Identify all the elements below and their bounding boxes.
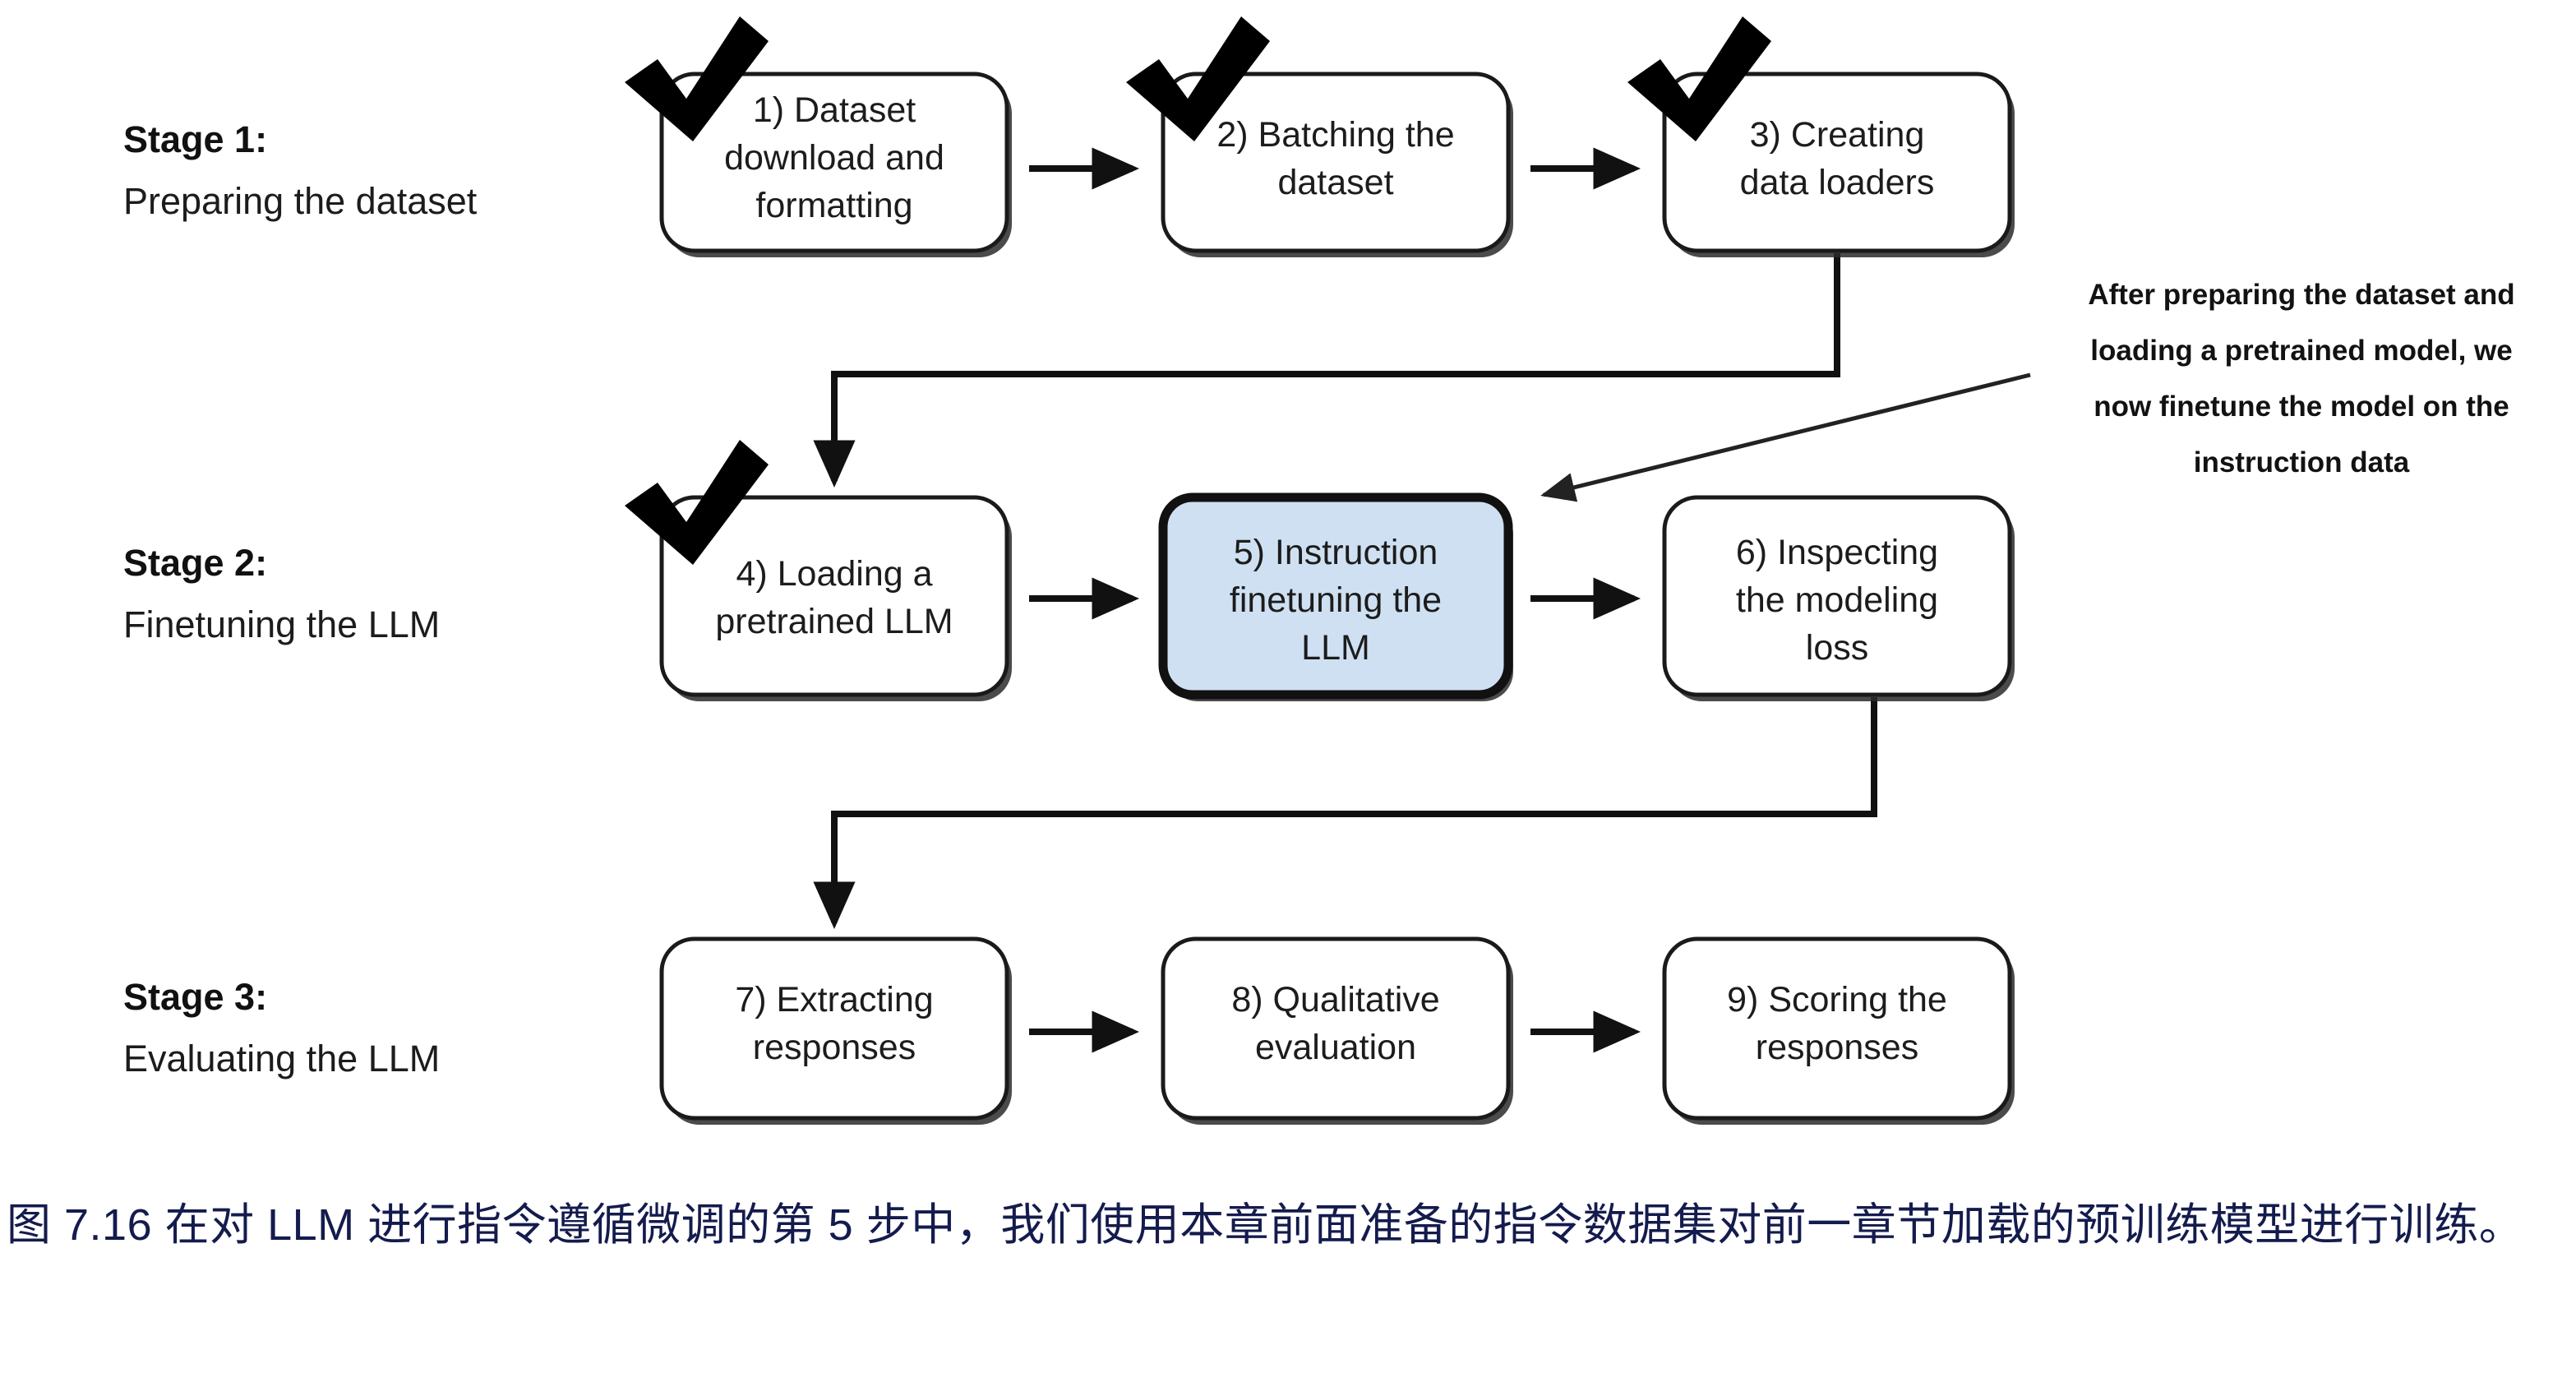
stage-label-1: Stage 1: Preparing the dataset	[123, 118, 478, 222]
step-box-6-line-1: 6) Inspecting	[1736, 533, 1938, 572]
arrow-step3-to-step4	[813, 253, 1840, 488]
checkmark-icon	[1627, 16, 1771, 141]
step-box-6[interactable]: 6) Inspecting the modeling loss	[1662, 495, 2015, 701]
step-box-8-line-2: evaluation	[1255, 1028, 1416, 1067]
step-box-8-line-1: 8) Qualitative	[1231, 980, 1439, 1019]
figure-caption: 图 7.16 在对 LLM 进行指令遵循微调的第 5 步中，我们使用本章前面准备…	[7, 1200, 2524, 1250]
step-box-9-line-2: responses	[1756, 1028, 1918, 1067]
step-box-7-frame	[659, 936, 1009, 1121]
step-box-5-frame	[1158, 492, 1513, 700]
step-box-5-line-2: finetuning the	[1230, 580, 1442, 620]
checkmark-icon	[1126, 16, 1270, 141]
step-box-4[interactable]: 4) Loading a pretrained LLM	[659, 495, 1012, 701]
step-box-8[interactable]: 8) Qualitative evaluation	[1161, 936, 1513, 1125]
step-box-3-line-1: 3) Creating	[1750, 115, 1925, 155]
step-box-2-line-2: dataset	[1277, 163, 1393, 202]
step-box-7-line-1: 7) Extracting	[735, 980, 933, 1019]
step-box-6-line-2: the modeling	[1736, 580, 1938, 620]
step-box-1-frame	[659, 72, 1009, 253]
stage-label-2: Stage 2: Finetuning the LLM	[123, 542, 440, 645]
step-box-7[interactable]: 7) Extracting responses	[659, 936, 1012, 1125]
stage-label-3: Stage 3: Evaluating the LLM	[123, 976, 440, 1079]
step-box-4-frame	[659, 495, 1009, 697]
step-box-6-line-3: loss	[1806, 628, 1868, 668]
arrow-step6-to-step7	[813, 697, 1877, 930]
stage-1-title: Stage 1:	[123, 118, 267, 160]
step-box-5-line-3: LLM	[1301, 628, 1370, 668]
stage-3-subtitle: Evaluating the LLM	[123, 1038, 440, 1079]
stage-2-title: Stage 2:	[123, 542, 267, 584]
annotation-line-2: loading a pretrained model, we	[2090, 335, 2512, 367]
step-box-5-line-1: 5) Instruction	[1234, 533, 1438, 572]
annotation-line-1: After preparing the dataset and	[2088, 279, 2514, 311]
step-box-8-frame	[1161, 936, 1511, 1121]
step-box-7-line-2: responses	[753, 1028, 916, 1067]
step-box-1[interactable]: 1) Dataset download and formatting	[659, 72, 1012, 257]
annotation-leader-arrow	[1540, 372, 2031, 502]
annotation-line-4: instruction data	[2194, 446, 2410, 478]
step-box-9[interactable]: 9) Scoring the responses	[1662, 936, 2015, 1125]
step-box-4-line-1: 4) Loading a	[736, 554, 932, 594]
checkmark-icon	[625, 440, 769, 565]
stage-1-subtitle: Preparing the dataset	[123, 180, 478, 222]
step-box-1-line-2: download and	[724, 138, 944, 178]
step-box-2-frame	[1161, 72, 1511, 253]
step-box-1-line-3: formatting	[755, 186, 912, 225]
step-box-2[interactable]: 2) Batching the dataset	[1161, 72, 1513, 257]
annotation-callout: After preparing the dataset and loading …	[2088, 279, 2514, 478]
step-box-4-line-2: pretrained LLM	[715, 602, 953, 641]
stage-3-title: Stage 3:	[123, 976, 267, 1018]
stage-2-subtitle: Finetuning the LLM	[123, 603, 440, 645]
step-box-5[interactable]: 5) Instruction finetuning the LLM	[1158, 492, 1513, 701]
step-box-3-frame	[1662, 72, 2012, 253]
annotation-line-3: now finetune the model on the	[2094, 391, 2509, 423]
checkmark-icon	[625, 16, 769, 141]
step-box-2-line-1: 2) Batching the	[1216, 115, 1454, 155]
step-box-6-frame	[1662, 495, 2012, 697]
step-box-3[interactable]: 3) Creating data loaders	[1662, 72, 2015, 257]
step-box-9-line-1: 9) Scoring the	[1727, 980, 1947, 1019]
step-box-3-line-2: data loaders	[1740, 163, 1935, 202]
step-box-1-line-1: 1) Dataset	[753, 90, 916, 130]
step-box-9-frame	[1662, 936, 2012, 1121]
